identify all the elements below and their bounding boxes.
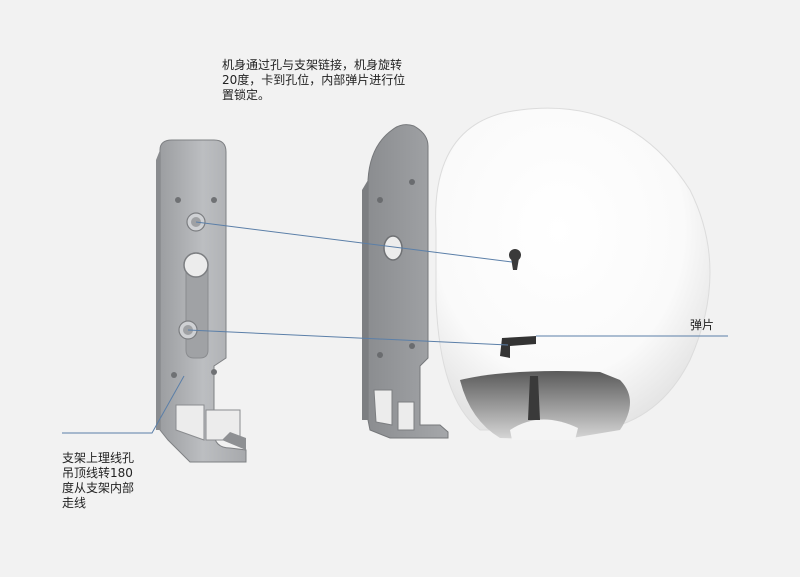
note-spring: 弹片 <box>690 318 715 332</box>
note-top: 机身通过孔与支架链接，机身旋转 20度，卡到孔位，内部弹片进行位 置锁定。 <box>222 58 406 102</box>
device-dome <box>435 107 711 440</box>
keyhole-slot <box>509 249 521 270</box>
leader-line-middle <box>187 329 509 346</box>
note-bottom: 支架上理线孔 吊顶线转180 度从支架内部 走线 <box>62 451 135 510</box>
spring-clip <box>500 336 536 358</box>
leader-line-bottom <box>62 375 185 434</box>
bracket-side-view <box>362 124 449 439</box>
leader-lines <box>62 221 728 434</box>
bracket-front-view <box>156 139 247 463</box>
leader-line-top <box>195 221 513 263</box>
